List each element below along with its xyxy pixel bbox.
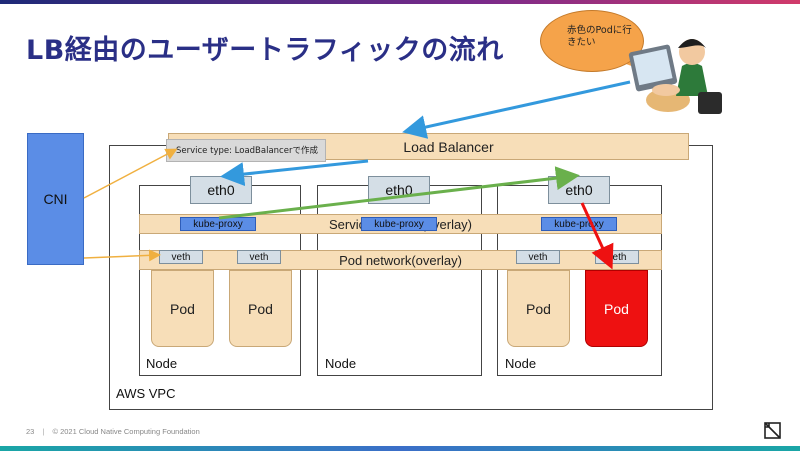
node-3-label: Node — [505, 356, 537, 371]
node-2-kube-proxy: kube-proxy — [361, 217, 437, 231]
node-1-kube-proxy: kube-proxy — [180, 217, 256, 231]
cncf-logo-icon — [764, 422, 781, 439]
node-2-eth0: eth0 — [368, 176, 430, 204]
aws-vpc-label: AWS VPC — [116, 386, 176, 401]
node-3-pod-2-target: Pod — [585, 270, 648, 347]
footer-accent-bar — [0, 446, 800, 451]
page-number: 23 — [26, 427, 35, 436]
copyright: © 2021 Cloud Native Computing Foundation — [52, 427, 200, 436]
kube-proxy-to-node3-arrow — [218, 166, 580, 220]
node-3-veth-1: veth — [516, 250, 560, 264]
slide-title: LB経由のユーザートラフィックの流れ — [26, 35, 504, 66]
node-1-pod-2: Pod — [229, 270, 292, 347]
eth0-to-red-pod-arrow — [580, 202, 614, 270]
node-3-pod-1: Pod — [507, 270, 570, 347]
lb-to-eth0-arrow — [220, 159, 369, 187]
user-at-laptop-icon — [628, 39, 722, 114]
footer: 23 | © 2021 Cloud Native Computing Found… — [26, 427, 200, 436]
cni-to-service-type-arrow — [83, 148, 178, 199]
node-3-kube-proxy: kube-proxy — [541, 217, 617, 231]
user-to-lb-arrow — [402, 80, 631, 139]
node-1-label: Node — [146, 356, 178, 371]
node-2-label: Node — [325, 356, 357, 371]
cni-to-pod-network-arrow — [83, 249, 161, 262]
cni-box: CNI — [27, 133, 84, 265]
top-accent-bar — [0, 0, 800, 4]
node-1-pod-1: Pod — [151, 270, 214, 347]
speech-bubble: 赤色のPodに行きたい — [540, 10, 644, 72]
node-1-veth-2: veth — [237, 250, 281, 264]
